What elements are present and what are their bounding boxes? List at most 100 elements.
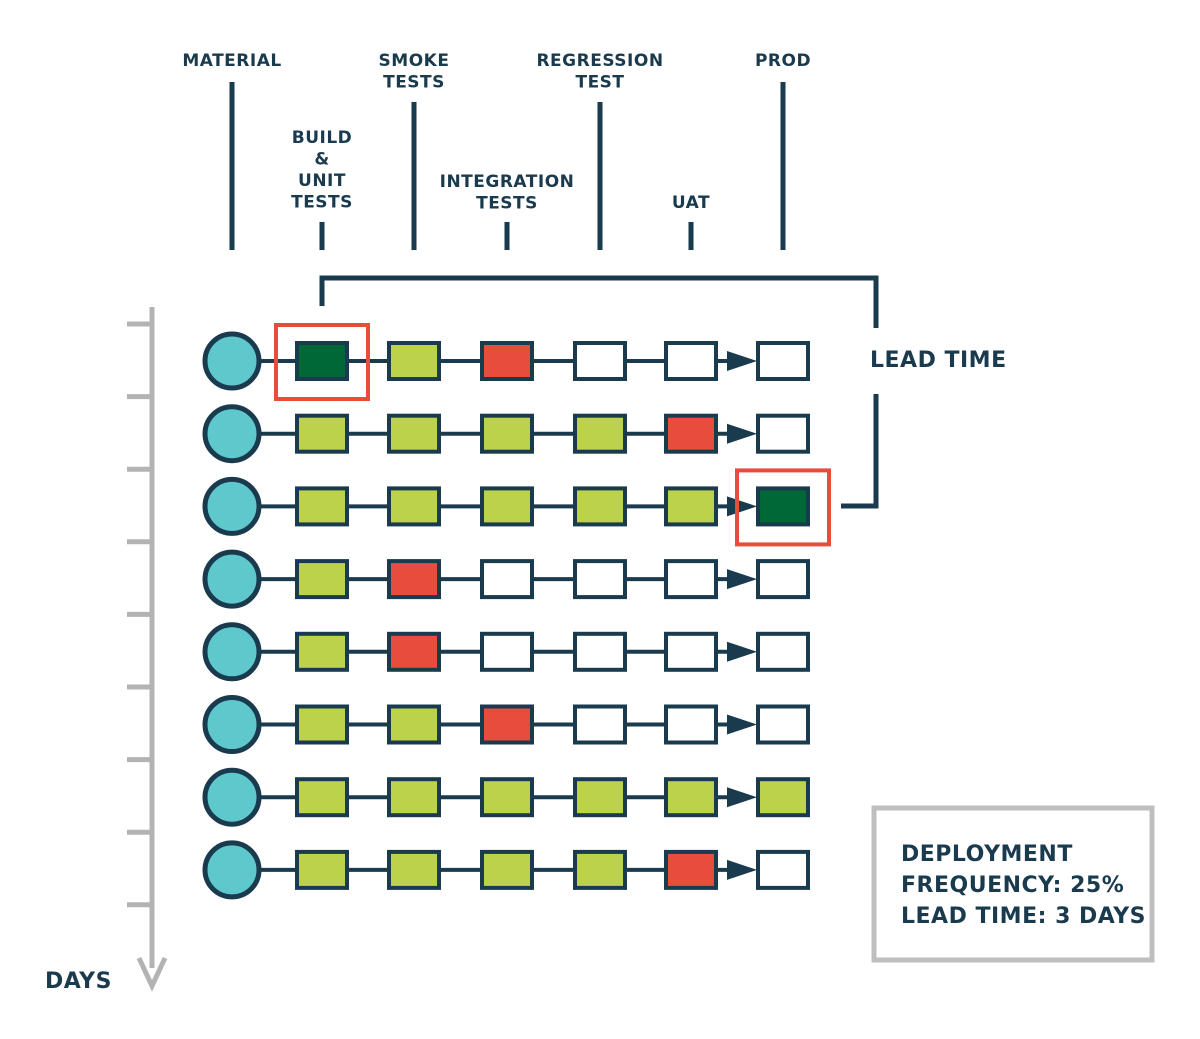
arrow-head-icon (727, 496, 757, 517)
stage-label-smoke: SMOKE (379, 51, 450, 71)
pipeline-row (202, 476, 810, 536)
stage-box-pass (295, 486, 349, 527)
arrow-head-icon (727, 714, 757, 735)
days-axis-arrow (136, 956, 168, 992)
highlight-boxes (274, 323, 831, 547)
material-circle (202, 840, 262, 900)
stage-box-pending (573, 341, 627, 381)
stats-line: FREQUENCY: 25% (901, 873, 1124, 898)
stage-box-pass (387, 777, 441, 818)
pipeline-row (202, 767, 810, 827)
stage-box-pass (573, 777, 627, 818)
stage-box-pending (756, 559, 810, 600)
lead-time-label: LEAD TIME (870, 348, 1007, 373)
lead-time-bracket (319, 275, 879, 509)
stage-box-pass (295, 631, 349, 672)
pipeline-row (202, 840, 810, 900)
stats-box: DEPLOYMENT FREQUENCY: 25% LEAD TIME: 3 DAY… (871, 805, 1155, 963)
stage-box-fail (480, 341, 534, 381)
arrow-head-icon (727, 641, 757, 662)
stage-box-fail (387, 559, 441, 600)
lead-time-bracket-top (319, 275, 879, 328)
stage-label-build: UNIT (298, 171, 346, 191)
pipeline-row (202, 549, 810, 609)
highlight-frame (274, 323, 370, 401)
stage-box-pending (573, 559, 627, 600)
highlight-frame (735, 468, 831, 547)
stage-box-pass (295, 849, 349, 890)
stage-headers: MATERIALBUILD&UNITTESTSSMOKETESTSINTEGRA… (182, 51, 811, 250)
lead-time-bracket-bottom (841, 394, 879, 509)
stage-label-integration: TESTS (476, 194, 538, 214)
stage-box-pass (387, 704, 441, 745)
stage-box-pass (480, 413, 534, 454)
stage-label-build: BUILD (292, 128, 353, 148)
stage-box-pending (573, 704, 627, 745)
stage-box-pending (480, 631, 534, 672)
arrow-head-icon (727, 859, 757, 880)
stage-box-pass (573, 413, 627, 454)
stage-box-pass (664, 486, 718, 527)
days-axis-label: DAYS (45, 969, 112, 994)
pipeline-rows (202, 331, 810, 900)
stage-box-pass (387, 849, 441, 890)
material-circle (202, 695, 262, 754)
pipeline-row (202, 622, 810, 682)
stats-line: DEPLOYMENT (901, 842, 1073, 867)
pipeline-row (202, 331, 810, 391)
arrow-head-icon (727, 569, 757, 590)
stage-box-fail (480, 704, 534, 745)
arrow-head-icon (727, 787, 757, 808)
stage-box-pass (387, 486, 441, 527)
stage-label-prod: PROD (755, 51, 811, 71)
stats-frame (871, 805, 1155, 963)
stage-box-fail (664, 413, 718, 454)
stage-label-uat: UAT (672, 193, 710, 213)
stage-box-pass (387, 413, 441, 454)
stats-line: LEAD TIME: 3 DAYS (901, 904, 1146, 929)
stage-box-deployed (756, 486, 810, 527)
stage-label-integration: INTEGRATION (440, 172, 575, 192)
stage-box-pass (295, 413, 349, 454)
stage-box-pass (295, 559, 349, 600)
stage-box-pending (480, 559, 534, 600)
stage-box-pass (573, 849, 627, 890)
arrow-head-icon (727, 351, 757, 371)
stage-box-pending (664, 559, 718, 600)
stage-box-pass (573, 486, 627, 527)
stage-box-fail (387, 631, 441, 672)
stage-label-build: & (314, 150, 329, 170)
material-circle (202, 549, 262, 609)
stage-box-deployed (295, 341, 349, 381)
stage-box-pending (664, 341, 718, 381)
stage-label-regression: TEST (575, 73, 624, 93)
stage-box-pass (387, 341, 441, 381)
stage-box-pass (480, 849, 534, 890)
stage-header-uat: UAT (672, 193, 710, 250)
stage-header-prod: PROD (755, 51, 811, 250)
stage-box-pending (756, 631, 810, 672)
stage-box-fail (664, 849, 718, 890)
stage-box-pass (756, 777, 810, 818)
stage-box-pending (756, 341, 810, 381)
stage-header-material: MATERIAL (182, 51, 281, 250)
stage-label-smoke: TESTS (383, 73, 445, 93)
stage-box-pending (756, 704, 810, 745)
material-circle (202, 331, 262, 391)
stage-box-pending (664, 704, 718, 745)
arrow-head-icon (727, 423, 757, 444)
material-circle (202, 767, 262, 827)
stage-label-build: TESTS (291, 193, 353, 213)
stage-box-pending (664, 631, 718, 672)
pipeline-row (202, 695, 810, 754)
pipeline-row (202, 404, 810, 464)
stage-label-regression: REGRESSION (536, 51, 663, 71)
stage-label-material: MATERIAL (182, 51, 281, 71)
stage-box-pass (480, 486, 534, 527)
days-axis (127, 307, 168, 992)
stage-box-pending (573, 631, 627, 672)
